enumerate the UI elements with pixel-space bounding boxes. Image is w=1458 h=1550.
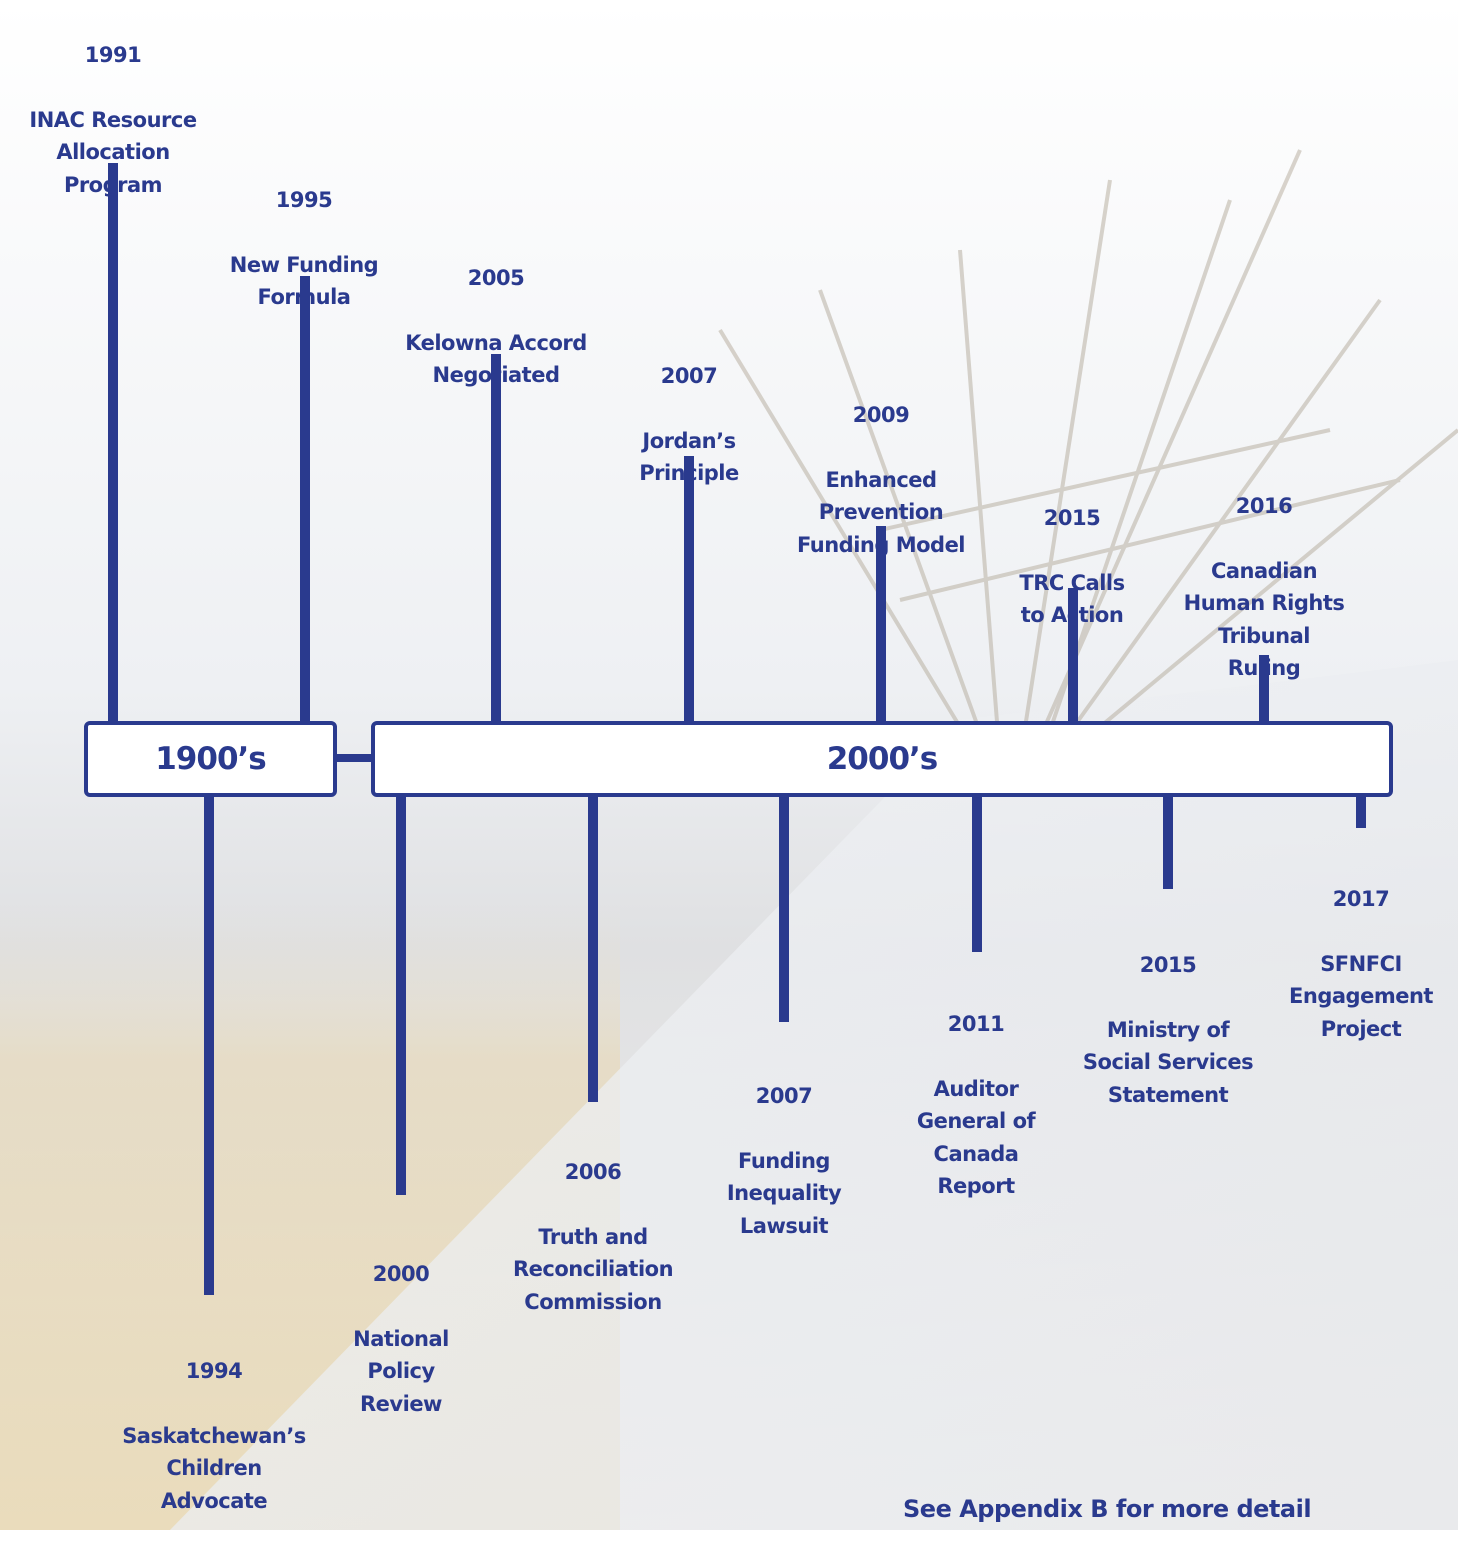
event-text: National Policy Review	[353, 1326, 449, 1416]
event-1994: 1994 Saskatchewan’s Children Advocate	[94, 1322, 334, 1550]
event-2015-trc: 2015 TRC Calls to Action	[952, 469, 1192, 664]
event-1991: 1991 INAC Resource Allocation Program	[0, 6, 233, 234]
event-2017: 2017 SFNFCI Engagement Project	[1241, 850, 1458, 1078]
event-2009: 2009 Enhanced Prevention Funding Model	[761, 366, 1001, 594]
event-year: 2005	[467, 265, 525, 290]
event-text: Canadian Human Rights Tribunal Ruling	[1183, 558, 1345, 681]
event-text: Kelowna Accord Negotiated	[405, 330, 587, 388]
event-year: 2006	[564, 1159, 622, 1184]
event-2015-ministry: 2015 Ministry of Social Services Stateme…	[1048, 916, 1288, 1144]
era-1900s: 1900’s	[84, 721, 337, 797]
event-year: 2015	[1139, 952, 1197, 977]
stem-2016	[1259, 655, 1269, 723]
era-1900s-label: 1900’s	[155, 741, 267, 777]
stem-2000	[396, 795, 406, 1195]
stem-2015-below	[1163, 795, 1173, 889]
era-connector	[335, 754, 377, 762]
event-text: Auditor General of Canada Report	[916, 1076, 1036, 1199]
event-text: Ministry of Social Services Statement	[1082, 1017, 1254, 1107]
event-2005: 2005 Kelowna Accord Negotiated	[376, 229, 616, 424]
event-year: 2007	[660, 363, 718, 388]
stem-2007-above	[684, 456, 694, 723]
stem-1991	[108, 163, 118, 723]
event-text: TRC Calls to Action	[1019, 570, 1125, 628]
stem-1994	[204, 795, 214, 1295]
event-year: 2017	[1332, 886, 1390, 911]
event-year: 1995	[275, 187, 333, 212]
event-2007-lawsuit: 2007 Funding Inequality Lawsuit	[664, 1047, 904, 1275]
event-year: 1994	[185, 1358, 243, 1383]
event-text: New Funding Formula	[229, 252, 379, 310]
event-2007-jordans: 2007 Jordan’s Principle	[569, 327, 809, 522]
event-2016: 2016 Canadian Human Rights Tribunal Ruli…	[1144, 457, 1384, 717]
stem-2011	[972, 795, 982, 952]
event-2011: 2011 Auditor General of Canada Report	[856, 975, 1096, 1235]
event-1995: 1995 New Funding Formula	[184, 151, 424, 346]
event-2000: 2000 National Policy Review	[281, 1225, 521, 1453]
event-year: 2016	[1235, 493, 1293, 518]
event-text: Truth and Reconciliation Commission	[512, 1224, 674, 1314]
stem-2006	[588, 795, 598, 1102]
event-text: Jordan’s Principle	[639, 428, 739, 486]
stem-2007-below	[779, 795, 789, 1022]
event-year: 1991	[84, 42, 142, 67]
stem-1995	[300, 276, 310, 723]
stem-2005	[491, 354, 501, 723]
stem-2017	[1356, 795, 1366, 828]
event-year: 2007	[755, 1083, 813, 1108]
stem-2015-above	[1068, 588, 1078, 723]
stem-2009	[876, 526, 886, 723]
event-year: 2000	[372, 1261, 430, 1286]
era-2000s-label: 2000’s	[826, 741, 939, 777]
appendix-note: See Appendix B for more detail	[903, 1495, 1312, 1523]
event-year: 2015	[1043, 505, 1101, 530]
event-text: Enhanced Prevention Funding Model	[796, 467, 966, 557]
event-text: Saskatchewan’s Children Advocate	[122, 1423, 306, 1513]
event-year: 2011	[947, 1011, 1005, 1036]
event-text: Funding Inequality Lawsuit	[726, 1148, 842, 1238]
event-2006: 2006 Truth and Reconciliation Commission	[473, 1123, 713, 1351]
event-text: INAC Resource Allocation Program	[29, 107, 197, 197]
event-text: SFNFCI Engagement Project	[1289, 951, 1433, 1041]
event-year: 2009	[852, 402, 910, 427]
era-2000s: 2000’s	[371, 721, 1393, 797]
